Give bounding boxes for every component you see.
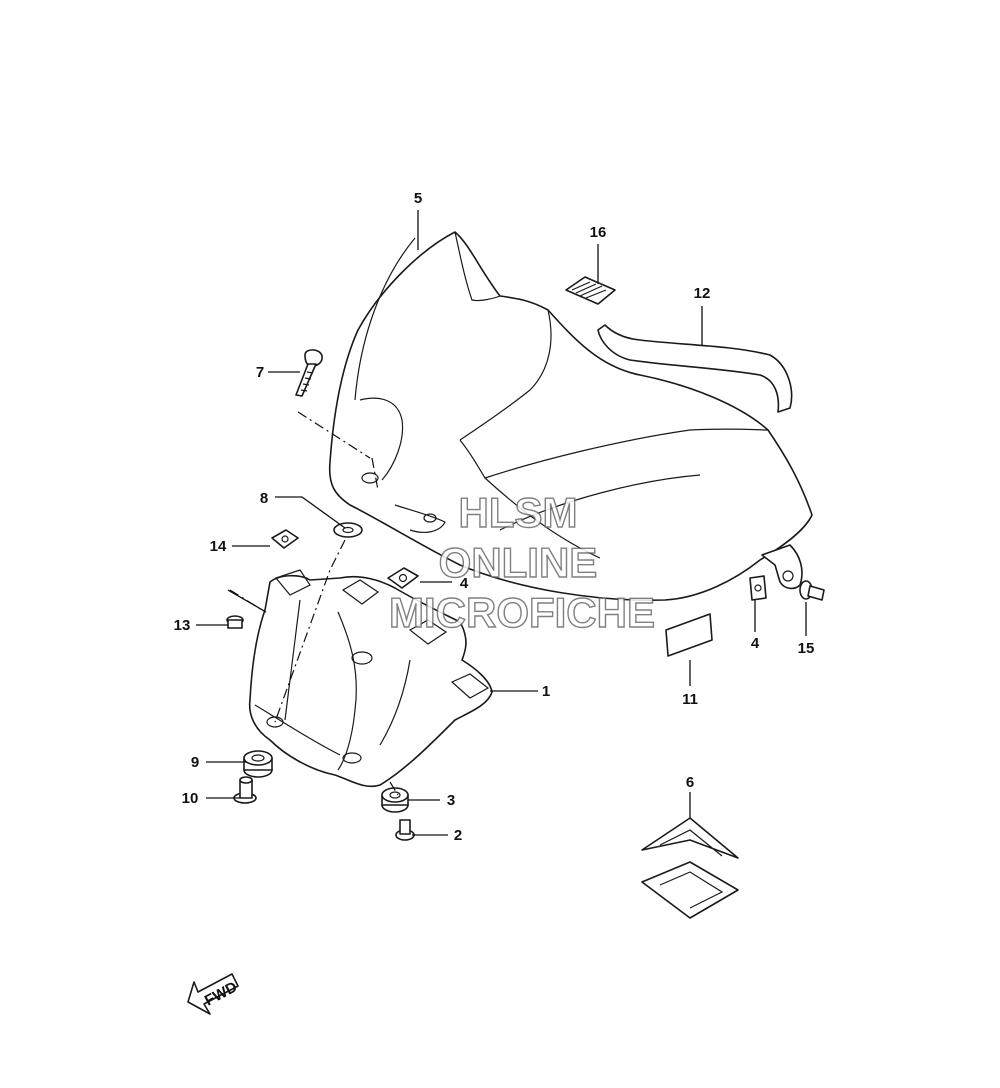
callout-16: 16 [590, 224, 607, 241]
callout-15: 15 [798, 640, 815, 657]
watermark-line1: HLSM [459, 489, 578, 536]
callout-2: 2 [454, 827, 462, 844]
reference-line [371, 457, 379, 491]
reference-line [389, 781, 399, 796]
callout-8: 8 [260, 490, 268, 507]
grommet-part-9 [243, 750, 273, 778]
grommet-part-3 [381, 787, 409, 813]
fairing-upper-part-5 [328, 231, 813, 602]
screw-part-7 [295, 349, 323, 397]
label-part-16 [565, 276, 616, 305]
callout-12: 12 [694, 285, 711, 302]
leader-lines [196, 210, 807, 836]
callout-13: 13 [174, 617, 191, 634]
bolt-part-2 [395, 819, 415, 841]
callout-14: 14 [210, 538, 227, 555]
reference-line [297, 411, 371, 459]
callout-labels: 5 16 12 7 8 14 4 13 1 4 15 11 9 10 3 2 6 [174, 190, 815, 844]
washer-part-8 [333, 522, 363, 538]
clip-part-13 [226, 615, 244, 629]
trim-strip-part-12 [597, 324, 793, 413]
reference-line [274, 539, 346, 723]
emblem-part-6 [641, 817, 739, 919]
lower-cover-part-1 [248, 569, 493, 788]
pad-part-11 [665, 613, 713, 657]
clip-nut-part-14 [271, 529, 299, 549]
callout-5: 5 [414, 190, 422, 207]
reference-line [229, 589, 263, 611]
callout-11: 11 [682, 691, 698, 708]
callout-9: 9 [191, 754, 199, 771]
callout-4-lower: 4 [751, 635, 760, 652]
rivet-part-15 [799, 580, 825, 601]
watermark-line3: MICROFICHE [389, 589, 655, 636]
callout-6: 6 [686, 774, 694, 791]
nut-part-4-upper [387, 567, 419, 589]
nut-part-4-lower [749, 575, 767, 601]
callout-7: 7 [256, 364, 264, 381]
fwd-arrow-icon: FWD [187, 973, 240, 1015]
callout-4-upper: 4 [460, 575, 469, 592]
watermark-line2: ONLINE [439, 539, 598, 586]
callout-1: 1 [542, 683, 550, 700]
callout-10: 10 [182, 790, 199, 807]
callout-3: 3 [447, 792, 455, 809]
watermark: HLSM ONLINE MICROFICHE [388, 488, 655, 636]
collar-part-10 [233, 776, 257, 804]
